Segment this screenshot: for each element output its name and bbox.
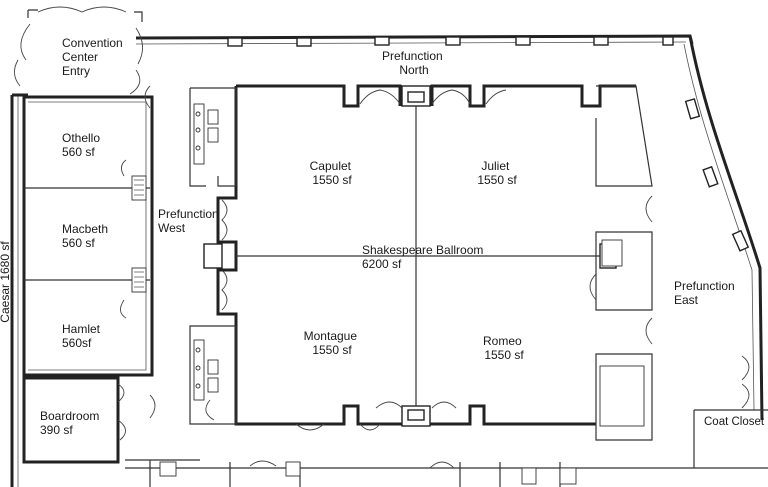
romeo-label: Romeo 1550 sf xyxy=(483,334,525,362)
boardroom-walls xyxy=(22,376,126,464)
north-wall-niches xyxy=(227,36,750,252)
west-rooms xyxy=(22,85,154,377)
coat-closet-walls xyxy=(693,355,768,468)
juliet-label: Juliet 1550 sf xyxy=(477,159,517,187)
shakespeare-ballroom-label: Shakespeare Ballroom 6200 sf xyxy=(362,243,487,271)
caesar-label: Caesar 1680 sf xyxy=(0,241,12,323)
coat-closet-label: Coat Closet xyxy=(704,416,765,428)
othello-label: Othello 560 sf xyxy=(62,131,103,159)
convention-center-entry-area xyxy=(14,6,143,95)
room-labels: Convention Center Entry Prefunction Nort… xyxy=(0,36,765,437)
restrooms-west xyxy=(189,87,237,425)
macbeth-label: Macbeth 560 sf xyxy=(62,222,111,250)
prefunction-west-label: Prefunction West xyxy=(158,207,222,235)
convention-center-entry-label: Convention Center Entry xyxy=(62,36,126,78)
service-rooms-east xyxy=(589,85,653,441)
prefunction-east-label: Prefunction East xyxy=(674,279,738,307)
capulet-label: Capulet 1550 sf xyxy=(310,159,355,187)
ballroom-walls xyxy=(203,84,636,431)
hamlet-label: Hamlet 560sf xyxy=(62,322,103,350)
lower-corridor xyxy=(149,460,577,487)
boardroom-label: Boardroom 390 sf xyxy=(40,409,103,437)
prefunction-west-doors xyxy=(149,199,228,421)
montague-label: Montague 1550 sf xyxy=(304,329,361,357)
prefunction-north-label: Prefunction North xyxy=(382,49,446,77)
